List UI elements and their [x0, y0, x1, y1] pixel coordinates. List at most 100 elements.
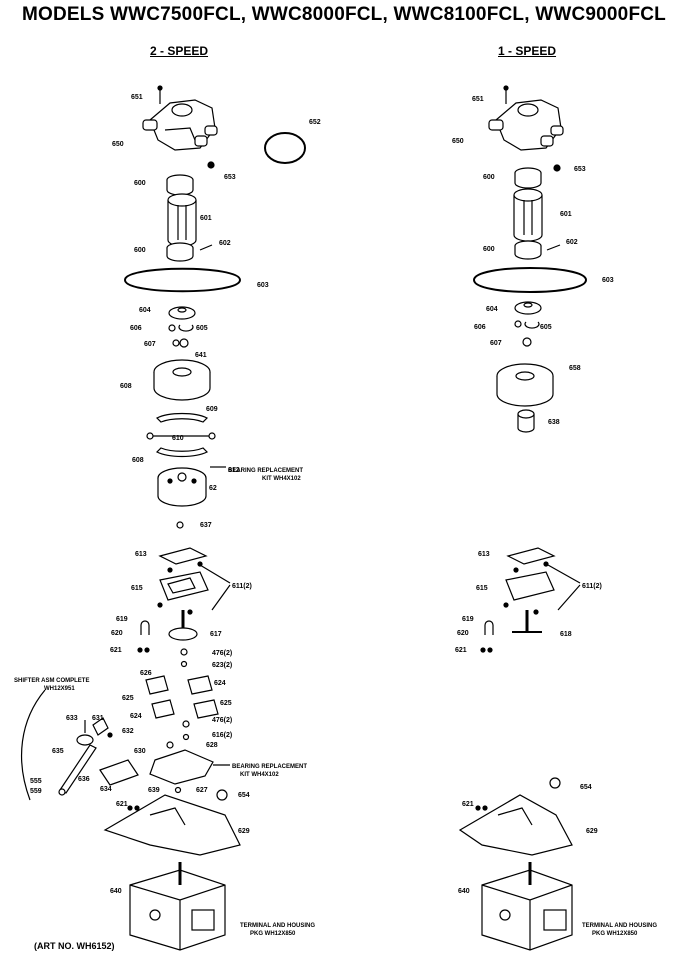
- bearing-kit-note-1a: BEARING REPLACEMENT: [228, 468, 303, 474]
- label-609: 609: [206, 406, 218, 413]
- label-638-right: 638: [548, 419, 560, 426]
- label-476b: 476(2): [212, 717, 232, 724]
- label-627: 627: [196, 787, 208, 794]
- label-625a: 625: [122, 695, 134, 702]
- washer-606: [168, 324, 176, 332]
- label-631: 631: [92, 715, 104, 722]
- cam-615-slot: [167, 577, 196, 594]
- shifter-note-b: WH12X951: [44, 686, 75, 692]
- label-613: 613: [135, 551, 147, 558]
- sleeve-601: [167, 193, 197, 247]
- coupling-600a-right: [514, 167, 542, 189]
- leader-611-right: [547, 564, 581, 611]
- washer-654: [216, 789, 228, 801]
- cam-625a: [151, 699, 175, 719]
- label-651: 651: [131, 94, 143, 101]
- label-621b: 621: [116, 801, 128, 808]
- label-632: 632: [122, 728, 134, 735]
- one-speed-heading: 1 - SPEED: [498, 44, 557, 58]
- label-621: 621: [110, 647, 122, 654]
- label-619-right: 619: [462, 616, 474, 623]
- label-603: 603: [257, 282, 269, 289]
- seal-ring-652: [264, 132, 306, 164]
- screws-611-right: [503, 561, 549, 615]
- terminal-note-left-b: PKG WH12X850: [250, 931, 296, 937]
- shifter-curve: [21, 689, 46, 801]
- label-635: 635: [52, 748, 64, 755]
- pump-housing-650: [142, 99, 218, 151]
- label-624b: 624: [130, 713, 142, 720]
- label-613-right: 613: [478, 551, 490, 558]
- label-555: 555: [30, 778, 42, 785]
- label-602-right: 602: [566, 239, 578, 246]
- label-611: 611(2): [232, 583, 252, 590]
- label-629: 629: [238, 828, 250, 835]
- washer-621b-right: [475, 805, 488, 811]
- label-654: 654: [238, 792, 250, 799]
- label-600b: 600: [134, 247, 146, 254]
- clutch-shoe-609b: [155, 447, 209, 458]
- spring-619: [140, 620, 150, 635]
- cam-624a: [145, 675, 169, 695]
- washer-606-right: [514, 320, 522, 328]
- terminal-note-right-a: TERMINAL AND HOUSING: [582, 923, 657, 929]
- nut-628: [166, 741, 174, 749]
- shifter-note-a: SHIFTER ASM COMPLETE: [14, 678, 89, 684]
- washer-654-right: [549, 777, 561, 789]
- two-speed-heading: 2 - SPEED: [150, 44, 209, 58]
- washer-641: [179, 338, 189, 348]
- label-650-right: 650: [452, 138, 464, 145]
- label-608: 608: [120, 383, 132, 390]
- nut-607: [172, 339, 180, 347]
- coupling-600b-right: [514, 240, 542, 260]
- label-605: 605: [196, 325, 208, 332]
- label-606-right: 606: [474, 324, 486, 331]
- label-652: 652: [309, 119, 321, 126]
- label-617: 617: [210, 631, 222, 638]
- label-600a: 600: [134, 180, 146, 187]
- pin-602: [199, 244, 213, 251]
- belt-603: [123, 267, 242, 293]
- clutch-shoe-609a: [155, 412, 209, 423]
- label-612: 612: [228, 467, 240, 474]
- pump-housing-650-right: [488, 99, 564, 151]
- art-number: (ART NO. WH6152): [34, 941, 115, 951]
- label-621-right: 621: [455, 647, 467, 654]
- page-title: MODELS WWC7500FCL, WWC8000FCL, WWC8100FC…: [22, 4, 666, 25]
- label-653-right: 653: [574, 166, 586, 173]
- label-600b-right: 600: [483, 246, 495, 253]
- washer-621-right: [480, 647, 493, 653]
- pulley-604-right: [514, 301, 542, 315]
- washer-623: [180, 660, 188, 668]
- label-615-right: 615: [476, 585, 488, 592]
- label-606: 606: [130, 325, 142, 332]
- label-602: 602: [219, 240, 231, 247]
- bracket-627: [149, 749, 214, 785]
- label-601-right: 601: [560, 211, 572, 218]
- label-618-right: 618: [560, 631, 572, 638]
- label-605-right: 605: [540, 324, 552, 331]
- clutch-612: [157, 467, 207, 507]
- motor-640-right: [481, 862, 573, 951]
- drum-658-right: [496, 363, 554, 407]
- spring-619-right: [484, 620, 494, 635]
- label-658-right: 658: [569, 365, 581, 372]
- cam-615: [159, 571, 209, 601]
- sleeve-638-right: [517, 409, 535, 433]
- shaft-618-right: [512, 610, 542, 633]
- spring-610: [146, 432, 216, 440]
- clip-605: [178, 324, 194, 332]
- label-630: 630: [134, 748, 146, 755]
- label-611-right: 611(2): [582, 583, 602, 590]
- clip-653: [207, 161, 215, 169]
- label-607: 607: [144, 341, 156, 348]
- label-607-right: 607: [490, 340, 502, 347]
- label-634: 634: [100, 786, 112, 793]
- label-653: 653: [224, 174, 236, 181]
- bearing-kit-note-1b: KIT WH4X102: [262, 476, 301, 482]
- label-654-right: 654: [580, 784, 592, 791]
- washer-616: [182, 733, 190, 741]
- label-636: 636: [78, 776, 90, 783]
- terminal-note-right-b: PKG WH12X850: [592, 931, 638, 937]
